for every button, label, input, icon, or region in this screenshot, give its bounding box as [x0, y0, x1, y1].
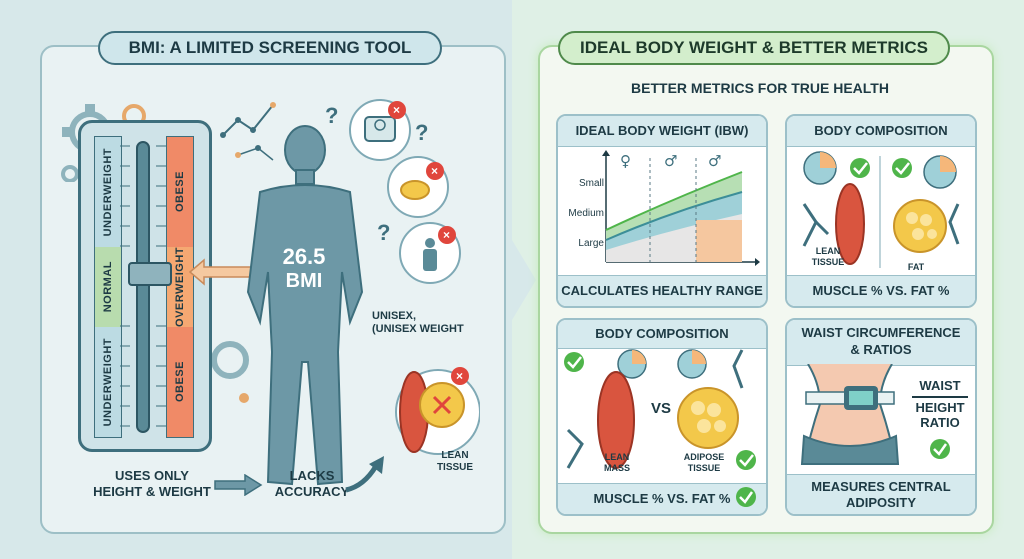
waist-measurement-icon — [800, 364, 900, 465]
body-composition-top-fat-label: FAT — [907, 262, 925, 272]
waist-ratio-top: WAIST — [919, 378, 961, 393]
svg-text:×: × — [431, 164, 438, 178]
svg-text:♀: ♀ — [620, 152, 631, 170]
waist-card-title: WAIST CIRCUMFERENCE & RATIOS — [787, 320, 975, 366]
muscle-fat-bubble: × — [395, 367, 480, 455]
body-composition-bottom-footer: MUSCLE % VS. FAT % — [558, 483, 766, 514]
ibw-card-title: IDEAL BODY WEIGHT (IBW) — [558, 116, 766, 147]
svg-text:×: × — [393, 103, 400, 117]
svg-text:×: × — [443, 228, 450, 242]
ibw-chart: ♀ ♂ ♂ — [602, 150, 760, 266]
section-divider-arrow — [500, 0, 536, 559]
body-composition-bottom-title: BODY COMPOSITION — [558, 320, 766, 349]
scale-ticks — [120, 141, 166, 433]
ibw-frame-medium: Medium — [568, 208, 604, 219]
scale-underweight-top: UNDERWEIGHT — [102, 147, 114, 237]
lean-tissue-label: LEAN TISSUE — [436, 450, 474, 473]
svg-text:♂: ♂ — [664, 152, 677, 170]
network-icon — [220, 102, 276, 161]
unisex-note: UNISEX, (UNISEX WEIGHT — [372, 310, 464, 335]
adipose-tissue-label: ADIPOSE TISSUE — [683, 452, 725, 473]
svg-text:?: ? — [325, 103, 338, 128]
question-bubbles: × × × ? ? ? — [325, 99, 461, 284]
body-composition-top-footer: MUSCLE % VS. FAT % — [787, 275, 975, 306]
lacks-accuracy-text: LACKS ACCURACY — [274, 468, 350, 499]
ibw-frame-small: Small — [578, 178, 604, 189]
svg-text:×: × — [456, 369, 463, 383]
right-subtitle: BETTER METRICS FOR TRUE HEALTH — [631, 80, 889, 96]
body-composition-vs: VS — [650, 400, 671, 417]
ibw-frame-large: Large — [578, 238, 604, 249]
svg-text:?: ? — [415, 120, 428, 145]
right-panel-title: IDEAL BODY WEIGHT & BETTER METRICS — [558, 31, 950, 65]
bmi-scale-right-column: OBESE OVERWEIGHT OBESE — [166, 136, 194, 438]
lean-mass-label: LEAN MASS — [603, 452, 630, 473]
curved-arrow-icon — [345, 456, 384, 493]
scale-overweight: OVERWEIGHT — [174, 247, 186, 327]
flow-arrow-right-icon — [214, 474, 263, 496]
body-composition-bottom-graphic — [564, 349, 756, 470]
body-composition-top-lean-label: LEAN TISSUE — [811, 246, 845, 267]
check-icon — [930, 439, 950, 459]
svg-text:♂: ♂ — [708, 152, 721, 170]
body-composition-top-graphic — [802, 151, 960, 268]
bmi-scale-left-column: UNDERWEIGHT NORMAL UNDERWEIGHT — [94, 136, 122, 438]
left-panel-title: BMI: A LIMITED SCREENING TOOL — [98, 31, 442, 65]
scale-obese-bottom: OBESE — [174, 361, 186, 403]
scale-obese-top: OBESE — [174, 171, 186, 213]
scale-underweight-bottom: UNDERWEIGHT — [102, 337, 114, 427]
scale-normal: NORMAL — [102, 261, 114, 313]
svg-text:?: ? — [377, 220, 390, 245]
body-composition-top-title: BODY COMPOSITION — [787, 116, 975, 147]
check-icon — [736, 487, 756, 507]
human-figure-icon — [246, 125, 364, 486]
ibw-card-footer: CALCULATES HEALTHY RANGE — [558, 275, 766, 306]
uses-only-text: USES ONLY HEIGHT & WEIGHT — [93, 468, 211, 499]
bmi-value: 26.5 — [282, 244, 326, 269]
ratio-divider — [912, 396, 968, 398]
gear-icon — [211, 341, 249, 403]
waist-ratio-bottom: HEIGHT RATIO — [915, 400, 965, 430]
body-composition-card-top: BODY COMPOSITION MUSCLE % VS. FAT % — [785, 114, 977, 308]
waist-card-footer: MEASURES CENTRAL ADIPOSITY — [787, 474, 975, 514]
bmi-slider-handle — [128, 262, 172, 286]
bmi-unit: BMI — [285, 270, 323, 292]
